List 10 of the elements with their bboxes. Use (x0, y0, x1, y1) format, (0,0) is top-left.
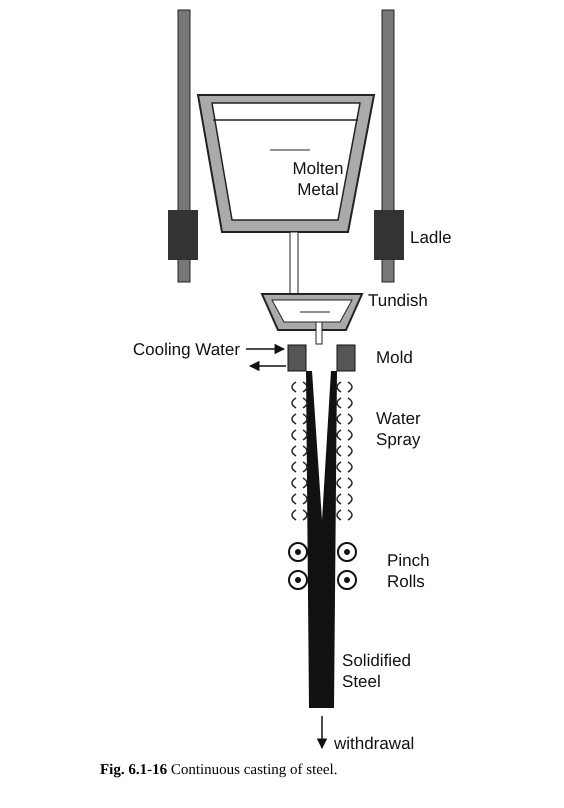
figure-caption: Fig. 6.1-16 Continuous casting of steel. (100, 762, 338, 779)
component-label: Ladle (410, 227, 453, 248)
component-label: Mold (376, 347, 414, 368)
component-label: Cooling Water (132, 339, 240, 360)
component-label: Solidified Steel (342, 650, 412, 692)
component-label: Tundish (368, 290, 429, 311)
component-label: Molten Metal (291, 158, 345, 200)
component-label: Pinch Rolls (387, 550, 431, 592)
component-label: Water Spray (376, 408, 422, 450)
component-label: withdrawal (334, 733, 416, 754)
